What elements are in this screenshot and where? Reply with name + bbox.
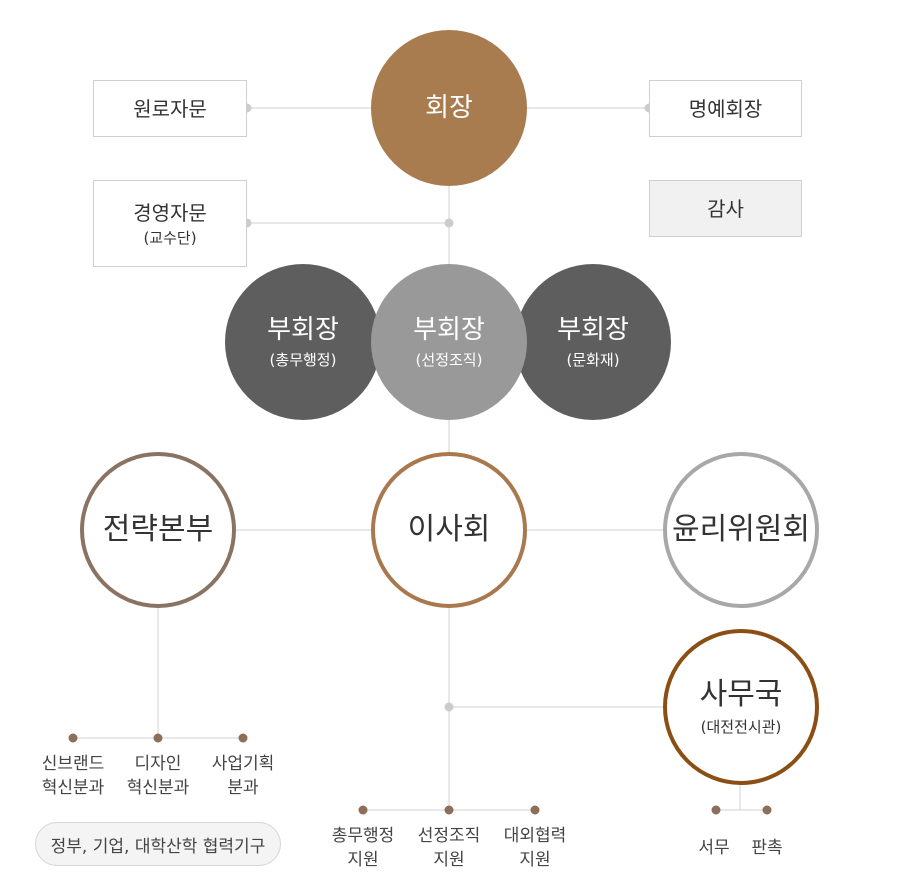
unit-dot	[358, 805, 368, 815]
board-unit-admin: 총무행정 지원	[332, 824, 395, 872]
unit-line: 선정조직	[417, 826, 481, 846]
board-unit-external: 대외협력 지원	[504, 824, 567, 872]
unit-line: 대외협력	[503, 826, 567, 846]
unit-dot	[711, 805, 721, 815]
strategy-unit-new-brand: 신브랜드 혁신분과	[42, 752, 105, 800]
chairman-circle: 회장	[371, 30, 527, 186]
secretariat-unit-promotion: 판촉	[751, 838, 783, 858]
audit-label: 감사	[707, 196, 744, 221]
board-unit-selection: 선정조직 지원	[418, 824, 481, 872]
unit-dot	[530, 805, 540, 815]
honorary-chair-box: 명예회장	[649, 80, 802, 137]
unit-line: 혁신분과	[126, 778, 190, 798]
cooperation-body-label: 정부, 기업, 대학산학 협력기구	[50, 836, 266, 857]
strategy-unit-design: 디자인 혁신분과	[127, 752, 190, 800]
secretariat-circle: 사무국 (대전전시관)	[663, 629, 819, 785]
senior-advisor-box: 원로자문	[93, 80, 247, 137]
strategy-hq-circle: 전략본부	[80, 452, 236, 608]
unit-line: 지원	[347, 850, 379, 870]
board-circle: 이사회	[371, 452, 527, 608]
honorary-chair-label: 명예회장	[688, 96, 763, 121]
unit-line: 총무행정	[331, 826, 395, 846]
unit-line: 사업기획	[211, 754, 275, 774]
unit-dot	[238, 733, 248, 743]
board-label: 이사회	[407, 512, 491, 547]
unit-line: 지원	[519, 850, 551, 870]
connector-dot	[242, 103, 252, 113]
vice-chair-sub: (총무행정)	[269, 351, 337, 369]
unit-line: 혁신분과	[41, 778, 105, 798]
vice-chair-title: 부회장	[413, 315, 485, 345]
unit-line: 지원	[433, 850, 465, 870]
strategy-unit-business-planning: 사업기획 분과	[212, 752, 275, 800]
management-advisor-box: 경영자문 (교수단)	[93, 180, 247, 267]
vice-chair-title: 부회장	[267, 315, 339, 345]
unit-line: 디자인	[134, 754, 182, 774]
vice-chair-selection-circle: 부회장 (선정조직)	[371, 264, 527, 420]
unit-dot	[68, 733, 78, 743]
secretariat-sublabel: (대전전시관)	[700, 718, 782, 736]
connector-dot	[444, 702, 454, 712]
secretariat-label: 사무국	[699, 677, 783, 712]
management-advisor-sublabel: (교수단)	[143, 228, 197, 247]
ethics-committee-label: 윤리위원회	[672, 512, 810, 547]
vice-chair-sub: (문화재)	[566, 351, 620, 369]
audit-box: 감사	[649, 180, 802, 237]
unit-dot	[444, 805, 454, 815]
vice-chair-culture-circle: 부회장 (문화재)	[515, 264, 671, 420]
unit-dot	[153, 733, 163, 743]
management-advisor-label: 경영자문	[133, 200, 207, 225]
unit-line: 신브랜드	[41, 754, 105, 774]
secretariat-unit-general-affairs: 서무	[698, 838, 730, 858]
strategy-hq-label: 전략본부	[102, 512, 214, 547]
chairman-label: 회장	[425, 93, 473, 123]
vice-chair-admin-circle: 부회장 (총무행정)	[225, 264, 381, 420]
unit-dot	[762, 805, 772, 815]
cooperation-body-pill: 정부, 기업, 대학산학 협력기구	[35, 822, 281, 866]
vice-chair-sub: (선정조직)	[415, 351, 483, 369]
unit-line: 분과	[227, 778, 259, 798]
connector-dot	[444, 218, 454, 228]
ethics-committee-circle: 윤리위원회	[663, 452, 819, 608]
connector-dot	[242, 218, 252, 228]
vice-chair-title: 부회장	[557, 315, 629, 345]
senior-advisor-label: 원로자문	[133, 96, 207, 121]
